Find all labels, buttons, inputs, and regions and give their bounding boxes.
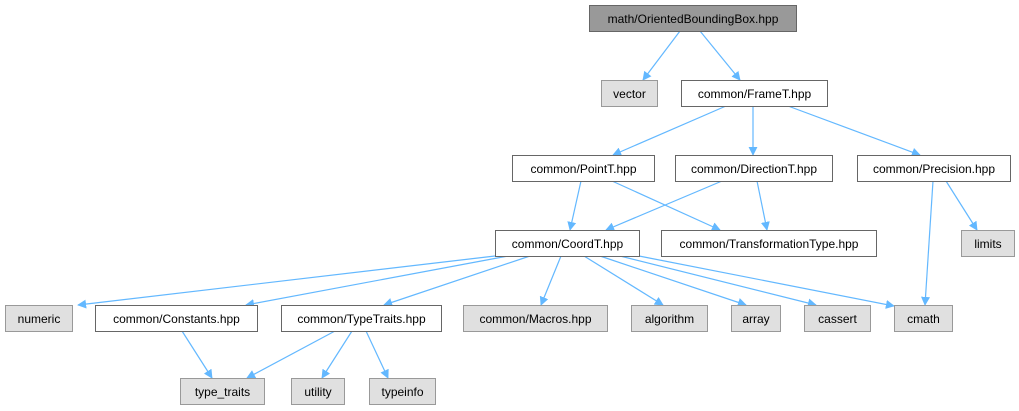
- node-typeinfo: typeinfo: [369, 378, 436, 405]
- node-label: numeric: [18, 312, 61, 326]
- node-box: [804, 305, 871, 332]
- node-label: common/Constants.hpp: [113, 312, 240, 326]
- node-typetraits[interactable]: common/TypeTraits.hpp: [281, 305, 442, 332]
- edge-coord-to-constants: [245, 255, 509, 308]
- node-array: array: [731, 305, 781, 332]
- edge-frame-to-precision: [787, 105, 921, 157]
- edge-point-to-transformation: [611, 180, 721, 231]
- node-frame[interactable]: common/FrameT.hpp: [681, 80, 828, 107]
- edge-precision-to-limits: [945, 180, 978, 231]
- node-box: [961, 230, 1015, 257]
- node-box: [291, 378, 345, 405]
- node-box: [731, 305, 781, 332]
- node-label: vector: [613, 87, 646, 101]
- edge-root-to-vector: [642, 30, 681, 81]
- node-box: [857, 155, 1011, 182]
- edge-coord-to-array: [599, 255, 747, 307]
- node-label: math/OrientedBoundingBox.hpp: [608, 12, 779, 26]
- edge-direction-to-transformation: [756, 180, 770, 231]
- node-vector: vector: [601, 80, 658, 107]
- node-label: common/FrameT.hpp: [698, 87, 812, 101]
- node-utility: utility: [291, 378, 345, 405]
- node-label: algorithm: [645, 312, 694, 326]
- edge-root-to-frame: [699, 30, 741, 81]
- edge-coord-to-cassert: [619, 255, 817, 308]
- node-box: [601, 80, 658, 107]
- node-cassert: cassert: [804, 305, 871, 332]
- node-label: type_traits: [195, 385, 250, 399]
- edge-coord-to-cmath: [638, 255, 895, 309]
- node-box: [95, 305, 258, 332]
- node-label: utility: [304, 385, 331, 399]
- edge-coord-to-numeric: [77, 255, 496, 309]
- edge-frame-to-point: [612, 105, 727, 156]
- node-box: [512, 155, 655, 182]
- node-box: [681, 80, 828, 107]
- node-box: [495, 230, 640, 257]
- node-box: [369, 378, 436, 405]
- node-label: common/TypeTraits.hpp: [297, 312, 426, 326]
- node-label: cassert: [818, 312, 857, 326]
- node-constants[interactable]: common/Constants.hpp: [95, 305, 258, 332]
- node-box: [675, 155, 833, 182]
- node-transformation[interactable]: common/TransformationType.hpp: [661, 230, 877, 257]
- node-type_traits: type_traits: [180, 378, 265, 405]
- edges-layer: [77, 30, 978, 379]
- node-box: [589, 5, 797, 32]
- node-macros: common/Macros.hpp: [463, 305, 608, 332]
- node-box: [5, 305, 73, 332]
- node-box: [463, 305, 608, 332]
- edge-constants-to-type_traits: [181, 330, 213, 379]
- node-label: common/Precision.hpp: [873, 162, 995, 176]
- edge-coord-to-algorithm: [583, 255, 664, 306]
- nodes-layer: math/OrientedBoundingBox.hpp vector common…: [5, 5, 1015, 405]
- node-label: common/TransformationType.hpp: [680, 237, 859, 251]
- node-box: [180, 378, 265, 405]
- node-label: common/PointT.hpp: [530, 162, 636, 176]
- edge-precision-to-cmath: [921, 180, 934, 306]
- node-label: common/Macros.hpp: [479, 312, 591, 326]
- node-label: cmath: [907, 312, 940, 326]
- node-cmath: cmath: [894, 305, 953, 332]
- node-label: common/CoordT.hpp: [512, 237, 624, 251]
- node-label: array: [742, 312, 769, 326]
- edge-coord-to-typetraits: [383, 255, 531, 307]
- edge-typetraits-to-utility: [321, 330, 353, 379]
- node-root[interactable]: math/OrientedBoundingBox.hpp: [589, 5, 797, 32]
- node-precision[interactable]: common/Precision.hpp: [857, 155, 1011, 182]
- edge-coord-to-macros: [539, 255, 562, 306]
- node-algorithm: algorithm: [631, 305, 708, 332]
- node-point[interactable]: common/PointT.hpp: [512, 155, 655, 182]
- node-box: [281, 305, 442, 332]
- edge-point-to-coord: [567, 180, 582, 231]
- node-box: [661, 230, 877, 257]
- node-direction[interactable]: common/DirectionT.hpp: [675, 155, 833, 182]
- edge-direction-to-coord: [605, 180, 723, 231]
- node-label: common/DirectionT.hpp: [691, 162, 817, 176]
- node-coord[interactable]: common/CoordT.hpp: [495, 230, 640, 257]
- node-label: typeinfo: [381, 385, 423, 399]
- edge-typetraits-to-type_traits: [246, 330, 336, 379]
- node-limits: limits: [961, 230, 1015, 257]
- edge-typetraits-to-typeinfo: [365, 330, 389, 379]
- node-box: [894, 305, 953, 332]
- node-numeric: numeric: [5, 305, 73, 332]
- node-label: limits: [974, 237, 1001, 251]
- node-box: [631, 305, 708, 332]
